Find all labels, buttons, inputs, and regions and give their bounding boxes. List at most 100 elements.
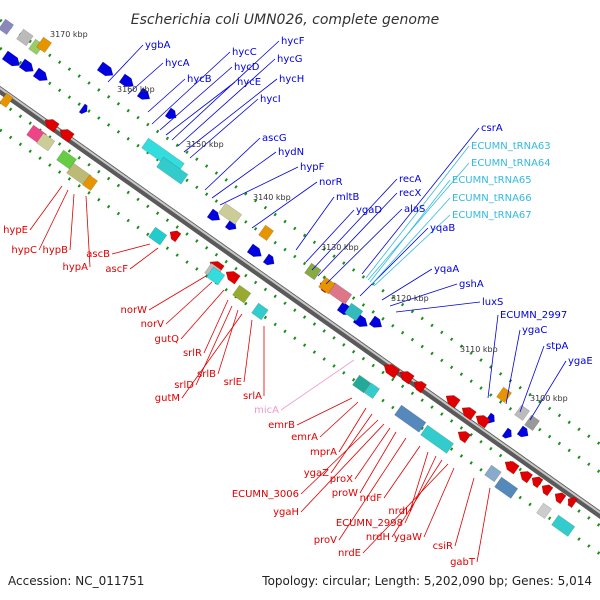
- reverse-gene-arrow: [383, 364, 401, 379]
- reverse-gene-arrow: [567, 496, 578, 509]
- leader-line: [38, 189, 69, 251]
- leader-line: [338, 437, 407, 541]
- gene-label: hycG: [277, 54, 303, 65]
- leader-line: [300, 423, 385, 513]
- map-title: Escherichia coli UMN026, complete genome: [131, 12, 439, 28]
- kbp-label: 3110 kbp: [460, 345, 498, 354]
- forward-gene-arrow: [32, 67, 48, 81]
- leader-line: [159, 66, 233, 131]
- reverse-gene-arrow: [519, 471, 534, 484]
- gene-label: mltB: [336, 192, 359, 203]
- gene-label: hycF: [281, 36, 305, 47]
- leader-line: [487, 314, 499, 399]
- forward-gene-arrow: [516, 425, 529, 438]
- feature-box: [156, 156, 189, 185]
- leader-line: [129, 247, 159, 270]
- feature-box: [524, 414, 540, 432]
- feature-box: [218, 202, 243, 225]
- gene-label: ygaZ: [304, 468, 329, 479]
- leader-line: [395, 301, 481, 313]
- genes-value: 5,014: [557, 574, 592, 588]
- reverse-gene-arrow: [399, 371, 415, 385]
- gene-label: srlA: [243, 391, 262, 402]
- gene-label: nrdE: [338, 548, 361, 559]
- gene-label: alaS: [404, 204, 425, 215]
- leader-line: [219, 166, 299, 206]
- reverse-gene-arrow: [169, 230, 182, 243]
- leader-line: [389, 283, 458, 307]
- reverse-gene-arrow: [504, 461, 520, 475]
- feature-box: [206, 266, 226, 286]
- reverse-gene-arrow: [225, 271, 241, 285]
- kbp-label: 3130 kbp: [321, 243, 359, 252]
- forward-gene-arrow: [501, 427, 512, 439]
- forward-gene-arrow: [164, 107, 177, 120]
- leader-line: [391, 459, 443, 538]
- leader-line: [361, 127, 480, 275]
- kbp-label: 3170 kbp: [50, 30, 88, 39]
- gene-label: ygaC: [522, 325, 547, 336]
- gene-label: hycD: [234, 62, 260, 73]
- reverse-gene-arrow: [59, 129, 75, 143]
- feature-box: [352, 374, 372, 394]
- gene-label: hycH: [279, 74, 304, 85]
- leader-line: [280, 359, 355, 411]
- feature-tracks: [0, 18, 578, 537]
- leader-line: [383, 445, 421, 499]
- feature-box: [551, 514, 576, 537]
- gene-label: gutQ: [155, 334, 180, 345]
- accession-info: Accession: NC_011751: [8, 574, 144, 588]
- gene-label: ascG: [262, 133, 287, 144]
- forward-gene-arrow: [206, 208, 221, 221]
- leader-line: [359, 227, 429, 297]
- gene-label: micA: [254, 405, 279, 416]
- leader-line: [148, 275, 207, 311]
- leader-line: [311, 178, 398, 271]
- reverse-gene-arrow: [541, 484, 554, 497]
- feature-box: [251, 302, 269, 321]
- leader-line: [454, 477, 475, 547]
- gene-label: recX: [399, 188, 422, 199]
- reverse-gene-arrow: [457, 431, 472, 444]
- label-leaders: [29, 40, 567, 563]
- gene-label: hypF: [300, 162, 325, 173]
- tick-dot-line: [0, 100, 600, 528]
- leader-line: [423, 467, 455, 538]
- leader-line: [147, 78, 186, 113]
- feature-box: [420, 424, 454, 454]
- genes-label: Genes:: [511, 574, 554, 588]
- feature-box: [148, 226, 168, 246]
- gene-label: ECUMN_tRNA66: [452, 193, 532, 204]
- genome-stats: Topology: circular; Length: 5,202,090 bp…: [262, 574, 592, 588]
- leader-line: [296, 397, 353, 426]
- leader-line: [203, 299, 229, 354]
- reverse-gene-arrow: [475, 415, 491, 429]
- reverse-gene-arrow: [554, 492, 567, 505]
- gene-label: nrdI: [388, 506, 408, 517]
- kbp-label: 3160 kbp: [117, 85, 155, 94]
- leader-line: [295, 196, 335, 251]
- gene-label: norR: [319, 177, 343, 188]
- genome-backbone: [0, 85, 600, 519]
- reverse-gene-arrow: [445, 395, 461, 409]
- gene-label: ygaW: [394, 532, 422, 543]
- feature-box: [494, 476, 519, 499]
- feature-box: [536, 502, 552, 520]
- leader-line: [365, 145, 470, 279]
- gene-label: csrA: [481, 123, 503, 134]
- forward-gene-arrow: [246, 243, 262, 257]
- leader-line: [165, 281, 213, 325]
- gene-label: gutM: [155, 393, 180, 404]
- leader-line: [369, 179, 451, 283]
- feature-box: [394, 404, 427, 433]
- leader-line: [359, 431, 397, 494]
- feature-box: [36, 132, 56, 152]
- gene-label: ECUMN_tRNA67: [452, 210, 532, 221]
- gene-label: emrA: [291, 432, 318, 443]
- kbp-label: 3150 kbp: [186, 140, 224, 149]
- gene-label: srlE: [224, 377, 242, 388]
- kbp-label: 3120 kbp: [391, 294, 429, 303]
- leader-line: [305, 209, 355, 263]
